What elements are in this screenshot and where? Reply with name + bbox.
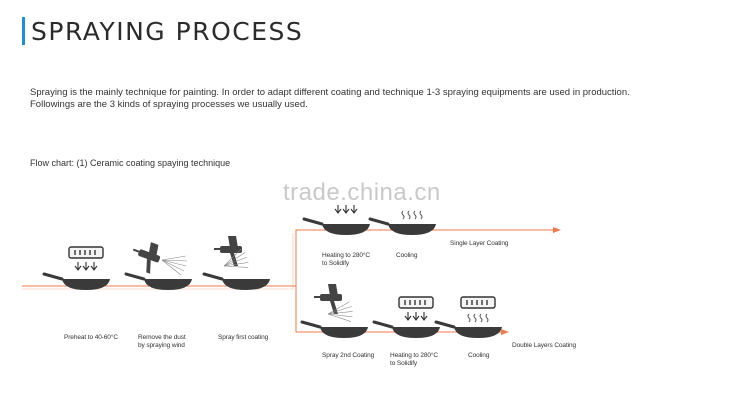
pan-icon (372, 320, 442, 340)
steam-waves-icon (401, 210, 423, 220)
pan-icon (302, 217, 372, 237)
cooling-unit-icon (460, 296, 496, 309)
down-arrows-icon (404, 311, 428, 321)
pan-icon (368, 217, 438, 237)
preheat-step (42, 246, 112, 292)
spray-gun-icon (126, 236, 166, 277)
heater-icon (68, 246, 104, 259)
caption-single-layer: Single Layer Coating (450, 240, 509, 247)
intro-paragraph: Spraying is the mainly technique for pai… (30, 87, 630, 110)
caption-preheat: Preheat to 40-60°C (64, 334, 118, 341)
caption-remove-dust: Remove the dust by spraying wind (138, 334, 186, 349)
cooling-top-step (368, 210, 438, 237)
down-arrows-icon (74, 261, 98, 271)
spray-second-step (300, 283, 370, 340)
spray-lines-icon (326, 301, 357, 329)
watermark: trade.china.cn (283, 179, 441, 206)
main-flow-line-shadow (22, 233, 294, 290)
title-block: SPRAYING PROCESS (22, 16, 303, 46)
caption-heating-top: Heating to 280°C to Solidify (322, 252, 370, 267)
caption-cooling-bottom: Cooling (468, 352, 490, 359)
title-accent-bar (22, 17, 25, 45)
page-title: SPRAYING PROCESS (31, 16, 304, 46)
spray-gun-icon (313, 283, 343, 315)
pan-icon (202, 272, 272, 292)
spray-gun-icon (213, 235, 243, 267)
remove-dust-step (124, 236, 194, 292)
pan-icon (42, 272, 112, 292)
caption-double-layers: Double Layers Coating (512, 342, 577, 349)
caption-cooling-top: Cooling (396, 252, 418, 259)
pan-icon (300, 320, 370, 340)
flow-chart-label: Flow chart: (1) Ceramic coating spaying … (30, 158, 231, 168)
wind-lines-icon (161, 255, 188, 276)
caption-spray-second: Spray 2nd Coating (322, 352, 375, 359)
spray-first-step (202, 235, 272, 292)
down-arrows-icon (334, 204, 358, 214)
caption-heating-bottom: Heating to 280°C to Solidify (390, 352, 438, 367)
pan-icon (434, 320, 504, 340)
steam-waves-icon (467, 313, 489, 323)
heater-icon (398, 296, 434, 309)
caption-spray-first: Spray first coating (218, 334, 269, 341)
pan-icon (124, 272, 194, 292)
branch-flow-line (295, 286, 509, 335)
